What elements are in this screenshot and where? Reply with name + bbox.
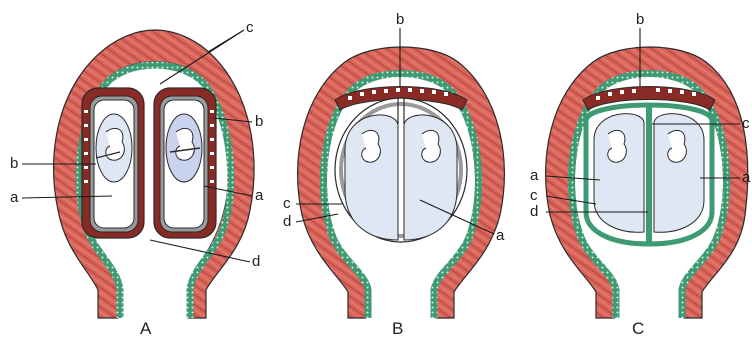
label-d-b: d (283, 213, 291, 230)
caption-a: A (140, 319, 152, 338)
label-b-right-a: b (255, 113, 263, 130)
label-b-c: b (636, 11, 644, 28)
label-b-b: b (396, 11, 404, 28)
panel-b: b c d a B (283, 11, 505, 338)
amnion-right-c (654, 114, 704, 233)
label-a-right-c: a (742, 169, 751, 186)
label-a-left-c: a (530, 167, 539, 184)
label-d-c: d (530, 203, 538, 220)
label-c-right-c: c (742, 115, 750, 132)
label-d-a: d (252, 253, 260, 270)
caption-c: C (632, 319, 644, 338)
label-c-b: c (283, 195, 291, 212)
panel-a: c b b a a d A (10, 19, 264, 338)
label-a-b: a (496, 227, 505, 244)
label-a-right-a: a (255, 187, 264, 204)
label-c-a: c (246, 19, 254, 36)
sac-right-a (154, 88, 216, 238)
label-a-left-a: a (10, 189, 19, 206)
sac-left-a (82, 88, 144, 238)
label-c-left-c: c (530, 187, 538, 204)
label-b-left-a: b (10, 155, 18, 172)
amnion-left-c (594, 114, 644, 233)
caption-b: B (392, 319, 403, 338)
panel-c: b c a a c d C (530, 11, 751, 338)
